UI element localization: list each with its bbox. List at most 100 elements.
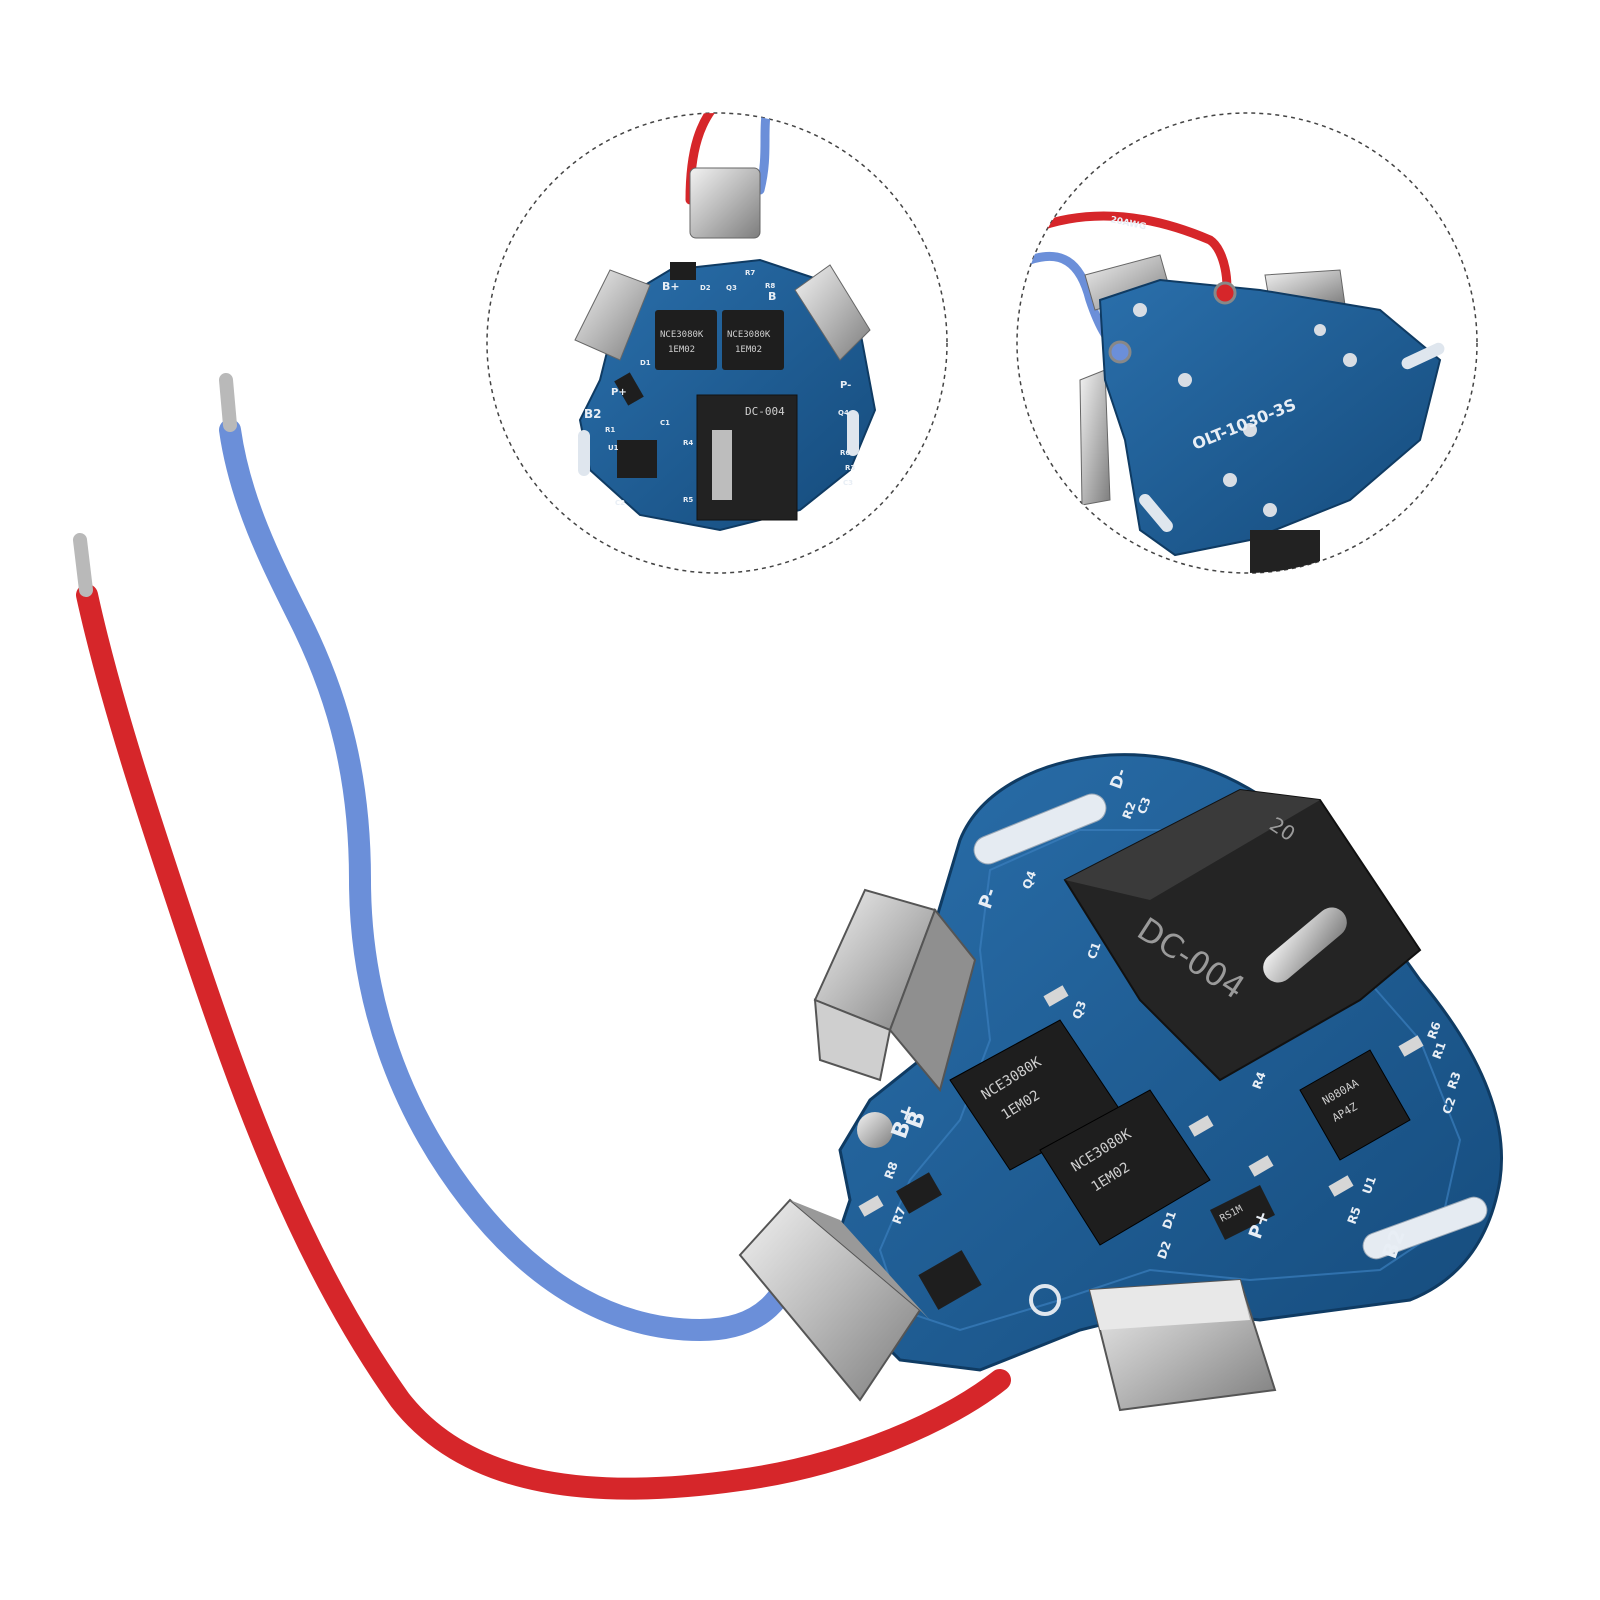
red-wire xyxy=(76,584,1011,1500)
inset-front-pad-r3: R3 xyxy=(845,464,855,472)
main-dc-connector: DC-004 20 xyxy=(1063,788,1422,1082)
inset-front-pad-r6: R6 xyxy=(840,449,850,457)
inset-back-pad-4 xyxy=(1223,473,1237,487)
inset-back-pad-5 xyxy=(1263,503,1277,517)
inset-front-right-terminal xyxy=(794,264,871,361)
inset-back-slot-left xyxy=(1139,493,1173,533)
inset-back-blue-solder xyxy=(1108,340,1132,364)
inset-front-pad-c1: C1 xyxy=(660,419,670,427)
main-pad-c1: C1 xyxy=(1085,940,1104,961)
main-pad-u1: U1 xyxy=(1360,1174,1379,1196)
inset-back-pad-3 xyxy=(1243,423,1257,437)
inset-back-pad-2 xyxy=(1178,373,1192,387)
inset-front-pad-r8: R8 xyxy=(765,282,775,290)
inset-front-pad-r1: R1 xyxy=(605,426,615,434)
inset-front-pad-pplus: P+ xyxy=(611,387,627,398)
red-wire-tinned-tip xyxy=(73,533,93,597)
inset-front-pad-q4: Q4 xyxy=(838,409,849,417)
main-pad-r5: R5 xyxy=(1345,1205,1364,1226)
inset-front-pad-r5: R5 xyxy=(683,496,693,504)
main-pad-c2: C2 xyxy=(1440,1095,1459,1116)
inset-front-mosfet-1-code: 1EM02 xyxy=(668,345,695,355)
main-mosfet-2: NCE3080K 1EM02 xyxy=(1039,1089,1211,1246)
inset-front-pad-u1: U1 xyxy=(608,444,619,452)
main-board: DC-004 20 NCE3080K 1EM02 NCE3080K 1EM02 … xyxy=(738,753,1503,1412)
inset-back-slot-right xyxy=(1401,342,1445,370)
main-pad-r3: R3 xyxy=(1445,1070,1464,1091)
main-pad-c3: C3 xyxy=(1135,795,1154,816)
main-terminal-top xyxy=(813,888,977,1093)
inset-front-blue-wire xyxy=(755,113,775,195)
inset-front-pad-b: B xyxy=(768,290,776,303)
inset-front-pad-b2: B2 xyxy=(584,407,602,421)
inset-front-pad-d1: D1 xyxy=(640,359,651,367)
inset-back-red-solder xyxy=(1213,281,1237,305)
main-pad-d2: D2 xyxy=(1155,1239,1174,1261)
inset-front-pad-pminus: P- xyxy=(840,380,851,391)
main-pad-d1: D1 xyxy=(1160,1209,1179,1231)
inset-front-mosfet-2 xyxy=(722,310,784,370)
main-smd-4 xyxy=(1398,1035,1424,1057)
inset-front-pad-c2: C2 xyxy=(615,499,625,507)
inset-front-mosfet-2-code: 1EM02 xyxy=(735,345,762,355)
main-ic: N080AA AP4Z xyxy=(1299,1049,1411,1161)
main-pad-q3: Q3 xyxy=(1070,999,1090,1021)
main-slot-bottom xyxy=(1362,1196,1488,1260)
inset-back-pad-1 xyxy=(1133,303,1147,317)
main-solder-pad-1 xyxy=(857,1112,893,1148)
main-pad-r1: R1 xyxy=(1430,1040,1449,1061)
inset-back-pcb xyxy=(1098,278,1442,557)
main-smd-1 xyxy=(1043,985,1069,1007)
inset-front-pad-bplus: B+ xyxy=(662,280,680,293)
ic-body xyxy=(1299,1049,1411,1161)
main-pad-r6: R6 xyxy=(1425,1020,1444,1041)
main-terminal-left xyxy=(738,1198,930,1402)
main-slot-top xyxy=(973,793,1107,865)
inset-front-pad-r4: R4 xyxy=(683,439,693,447)
inset-front-dc-pin xyxy=(712,430,732,500)
terminal-top-lip xyxy=(813,998,892,1082)
main-pad-r7: R7 xyxy=(890,1205,909,1226)
blue-wire-tinned-tip xyxy=(219,373,237,432)
inset-front-mosfet-1-label: NCE3080K xyxy=(660,330,704,340)
main-pad-r4: R4 xyxy=(1250,1070,1269,1091)
main-pad-r2: R2 xyxy=(1120,800,1139,821)
main-smd-5 xyxy=(1328,1175,1354,1197)
inset-front-pad-q3: Q3 xyxy=(726,284,737,292)
main-pad-r8: R8 xyxy=(882,1160,901,1181)
inset-front-diode xyxy=(614,372,644,406)
main-transistor-1 xyxy=(896,1172,942,1214)
mosfet-2-body xyxy=(1039,1089,1211,1246)
main-wires xyxy=(73,373,1011,1500)
main-terminal-bottom xyxy=(1088,1278,1277,1412)
inset-back-left-terminal xyxy=(1079,369,1111,506)
inset-front-transistor xyxy=(670,262,696,280)
main-pad-q4: Q4 xyxy=(1020,869,1040,891)
inset-front-view: NCE3080K 1EM02 NCE3080K 1EM02 DC-004 B+ … xyxy=(486,112,948,574)
dc-connector-top-face xyxy=(1065,790,1320,900)
inset-front-left-terminal xyxy=(574,269,651,361)
terminal-top-side xyxy=(888,908,977,1093)
dc-connector-pin xyxy=(1263,907,1347,983)
inset-front-pad-c3: C3 xyxy=(843,479,853,487)
inset-front-top-terminal xyxy=(689,167,761,239)
main-diode: RS1M xyxy=(1210,1185,1275,1240)
inset-front-ic xyxy=(617,440,657,478)
main-smd-6 xyxy=(858,1195,884,1217)
inset-front-mosfet-2-label: NCE3080K xyxy=(727,330,771,340)
inset-front-pad-d2: D2 xyxy=(700,284,711,292)
inset-front-slot-left xyxy=(578,430,590,476)
inset-front-slot-right xyxy=(847,410,859,456)
main-smd-3 xyxy=(1248,1155,1274,1177)
main-smd-2 xyxy=(1188,1115,1214,1137)
inset-front-pad-r7: R7 xyxy=(745,269,755,277)
inset-back-red-wire xyxy=(1025,211,1232,305)
main-solder-pad-2 xyxy=(1029,1284,1061,1316)
blue-wire xyxy=(219,419,811,1342)
diode-body xyxy=(1210,1185,1275,1240)
main-transistor-2 xyxy=(918,1250,982,1310)
inset-back-dc-connector xyxy=(1250,530,1320,573)
inset-back-pad-6 xyxy=(1343,353,1357,367)
